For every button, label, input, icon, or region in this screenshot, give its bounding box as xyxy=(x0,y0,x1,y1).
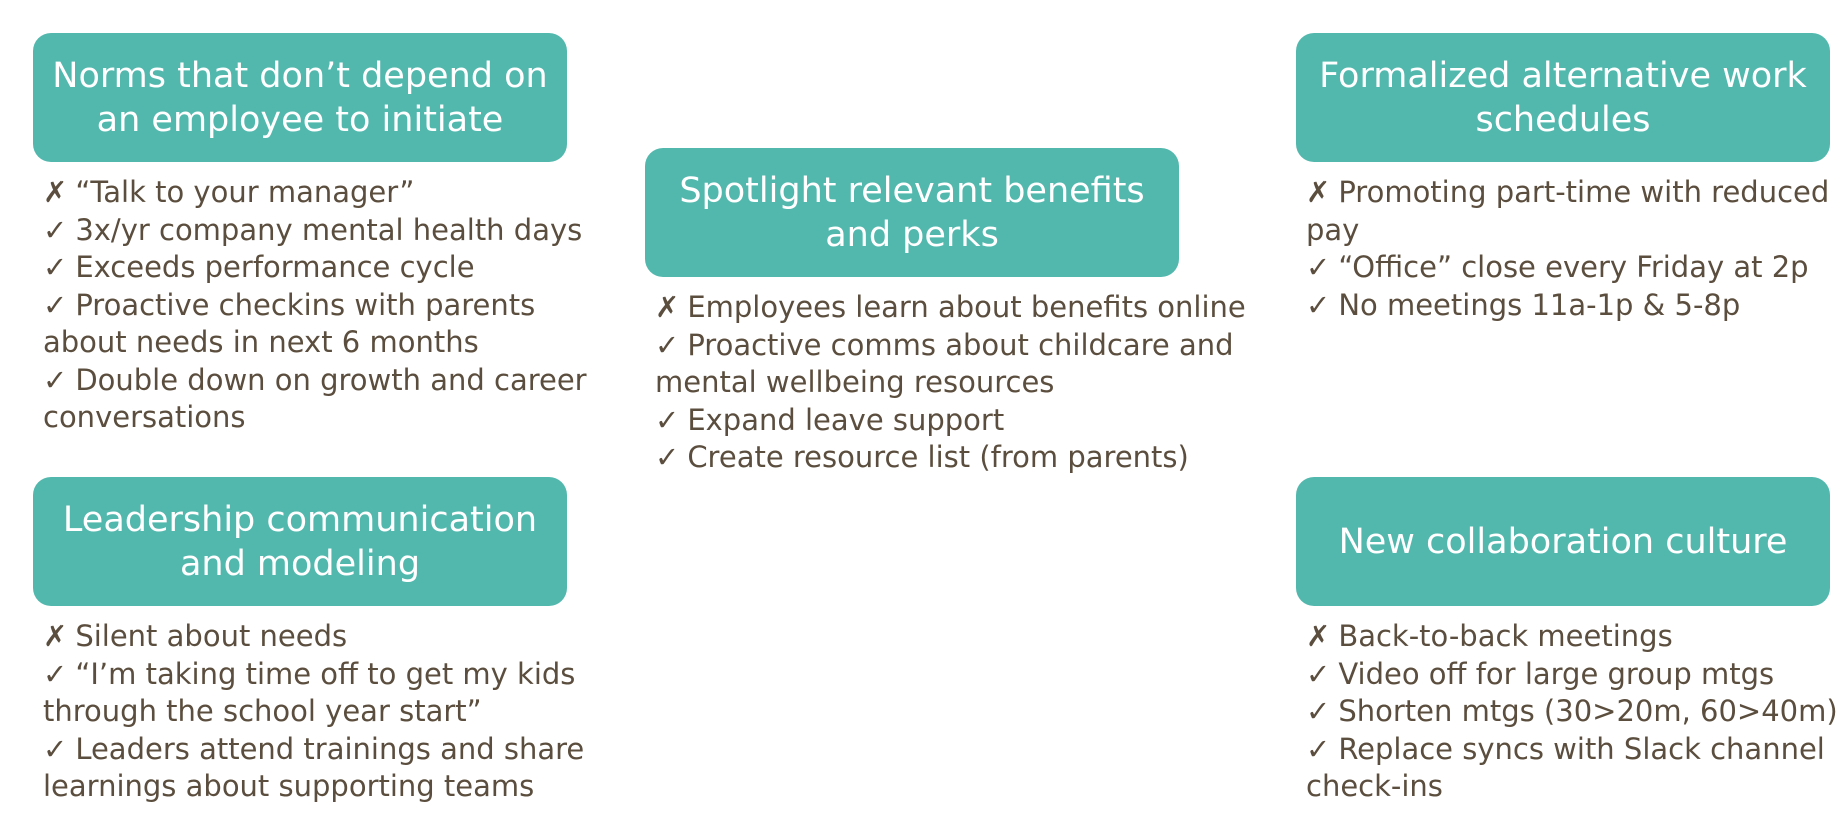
cross-icon: ✗ xyxy=(43,619,68,653)
item-text: Silent about needs xyxy=(75,619,348,653)
item-text: Employees learn about benefits online xyxy=(687,290,1246,324)
item-list: ✗“Talk to your manager” ✓3x/yr company m… xyxy=(43,174,623,437)
list-item: ✓3x/yr company mental health days xyxy=(43,212,623,250)
card-title: Spotlight relevant benefits and perks xyxy=(645,148,1179,277)
check-icon: ✓ xyxy=(43,287,68,322)
item-text: Create resource list (from parents) xyxy=(687,440,1189,474)
item-list: ✗Back-to-back meetings ✓Video off for la… xyxy=(1306,618,1846,806)
check-icon: ✓ xyxy=(43,212,68,247)
item-list: ✗Employees learn about benefits online ✓… xyxy=(655,289,1255,477)
list-item: ✓Replace syncs with Slack channel check-… xyxy=(1306,731,1846,806)
item-text: “Office” close every Friday at 2p xyxy=(1338,250,1809,284)
cross-icon: ✗ xyxy=(1306,619,1331,653)
check-icon: ✓ xyxy=(1306,731,1331,766)
item-list: ✗Silent about needs ✓“I’m taking time of… xyxy=(43,618,623,806)
item-text: “I’m taking time off to get my kids thro… xyxy=(43,656,576,729)
check-icon: ✓ xyxy=(1306,250,1331,284)
list-item: ✓Shorten mtgs (30>20m, 60>40m) xyxy=(1306,693,1846,731)
card-collaboration: New collaboration culture ✗Back-to-back … xyxy=(1296,477,1838,806)
check-icon: ✓ xyxy=(43,362,68,397)
list-item: ✓Exceeds performance cycle xyxy=(43,249,623,287)
list-item: ✓“Office” close every Friday at 2p xyxy=(1306,249,1846,287)
item-text: Shorten mtgs (30>20m, 60>40m) xyxy=(1338,694,1838,728)
check-icon: ✓ xyxy=(1306,287,1331,322)
item-text: Promoting part-time with reduced pay xyxy=(1306,175,1830,247)
item-text: Proactive comms about childcare and ment… xyxy=(655,327,1234,400)
check-icon: ✓ xyxy=(655,327,680,362)
card-title: Norms that don’t depend on an employee t… xyxy=(33,33,567,162)
item-text: Expand leave support xyxy=(687,402,1005,437)
list-item: ✓Expand leave support xyxy=(655,402,1255,440)
card-title: Formalized alternative work schedules xyxy=(1296,33,1830,162)
item-text: Proactive checkins with parents about ne… xyxy=(43,287,536,360)
item-text: Replace syncs with Slack channel check-i… xyxy=(1306,731,1825,804)
list-item: ✓Proactive comms about childcare and men… xyxy=(655,327,1255,402)
item-text: Double down on growth and career convers… xyxy=(43,362,587,435)
item-text: “Talk to your manager” xyxy=(75,175,415,209)
list-item: ✓Video off for large group mtgs xyxy=(1306,656,1846,694)
check-icon: ✓ xyxy=(1306,694,1331,728)
item-text: Video off for large group mtgs xyxy=(1338,656,1775,691)
item-text: Exceeds performance cycle xyxy=(75,250,475,284)
item-text: Leaders attend trainings and share learn… xyxy=(43,731,585,804)
cross-icon: ✗ xyxy=(655,290,680,324)
list-item: ✓Leaders attend trainings and share lear… xyxy=(43,731,623,806)
card-norms: Norms that don’t depend on an employee t… xyxy=(33,33,587,437)
check-icon: ✓ xyxy=(43,250,68,284)
check-icon: ✓ xyxy=(655,440,680,474)
card-formalized: Formalized alternative work schedules ✗P… xyxy=(1296,33,1830,324)
list-item: ✓No meetings 11a-1p & 5-8p xyxy=(1306,287,1846,325)
card-spotlight: Spotlight relevant benefits and perks ✗E… xyxy=(645,148,1246,477)
check-icon: ✓ xyxy=(1306,656,1331,691)
list-item: ✗Employees learn about benefits online xyxy=(655,289,1255,327)
cross-icon: ✗ xyxy=(1306,175,1331,209)
list-item: ✗“Talk to your manager” xyxy=(43,174,623,212)
item-list: ✗Promoting part-time with reduced pay ✓“… xyxy=(1306,174,1846,324)
list-item: ✓Double down on growth and career conver… xyxy=(43,362,623,437)
list-item: ✗Silent about needs xyxy=(43,618,623,656)
list-item: ✗Back-to-back meetings xyxy=(1306,618,1846,656)
check-icon: ✓ xyxy=(655,402,680,437)
list-item: ✓Create resource list (from parents) xyxy=(655,439,1255,477)
list-item: ✓Proactive checkins with parents about n… xyxy=(43,287,623,362)
item-text: No meetings 11a-1p & 5-8p xyxy=(1338,287,1741,322)
check-icon: ✓ xyxy=(43,731,68,766)
card-title: New collaboration culture xyxy=(1296,477,1830,606)
item-text: 3x/yr company mental health days xyxy=(75,212,583,247)
card-title: Leadership communication and modeling xyxy=(33,477,567,606)
item-text: Back-to-back meetings xyxy=(1338,619,1673,653)
card-leadership: Leadership communication and modeling ✗S… xyxy=(33,477,584,806)
list-item: ✓“I’m taking time off to get my kids thr… xyxy=(43,656,623,731)
check-icon: ✓ xyxy=(43,656,68,691)
list-item: ✗Promoting part-time with reduced pay xyxy=(1306,174,1846,249)
cross-icon: ✗ xyxy=(43,175,68,209)
